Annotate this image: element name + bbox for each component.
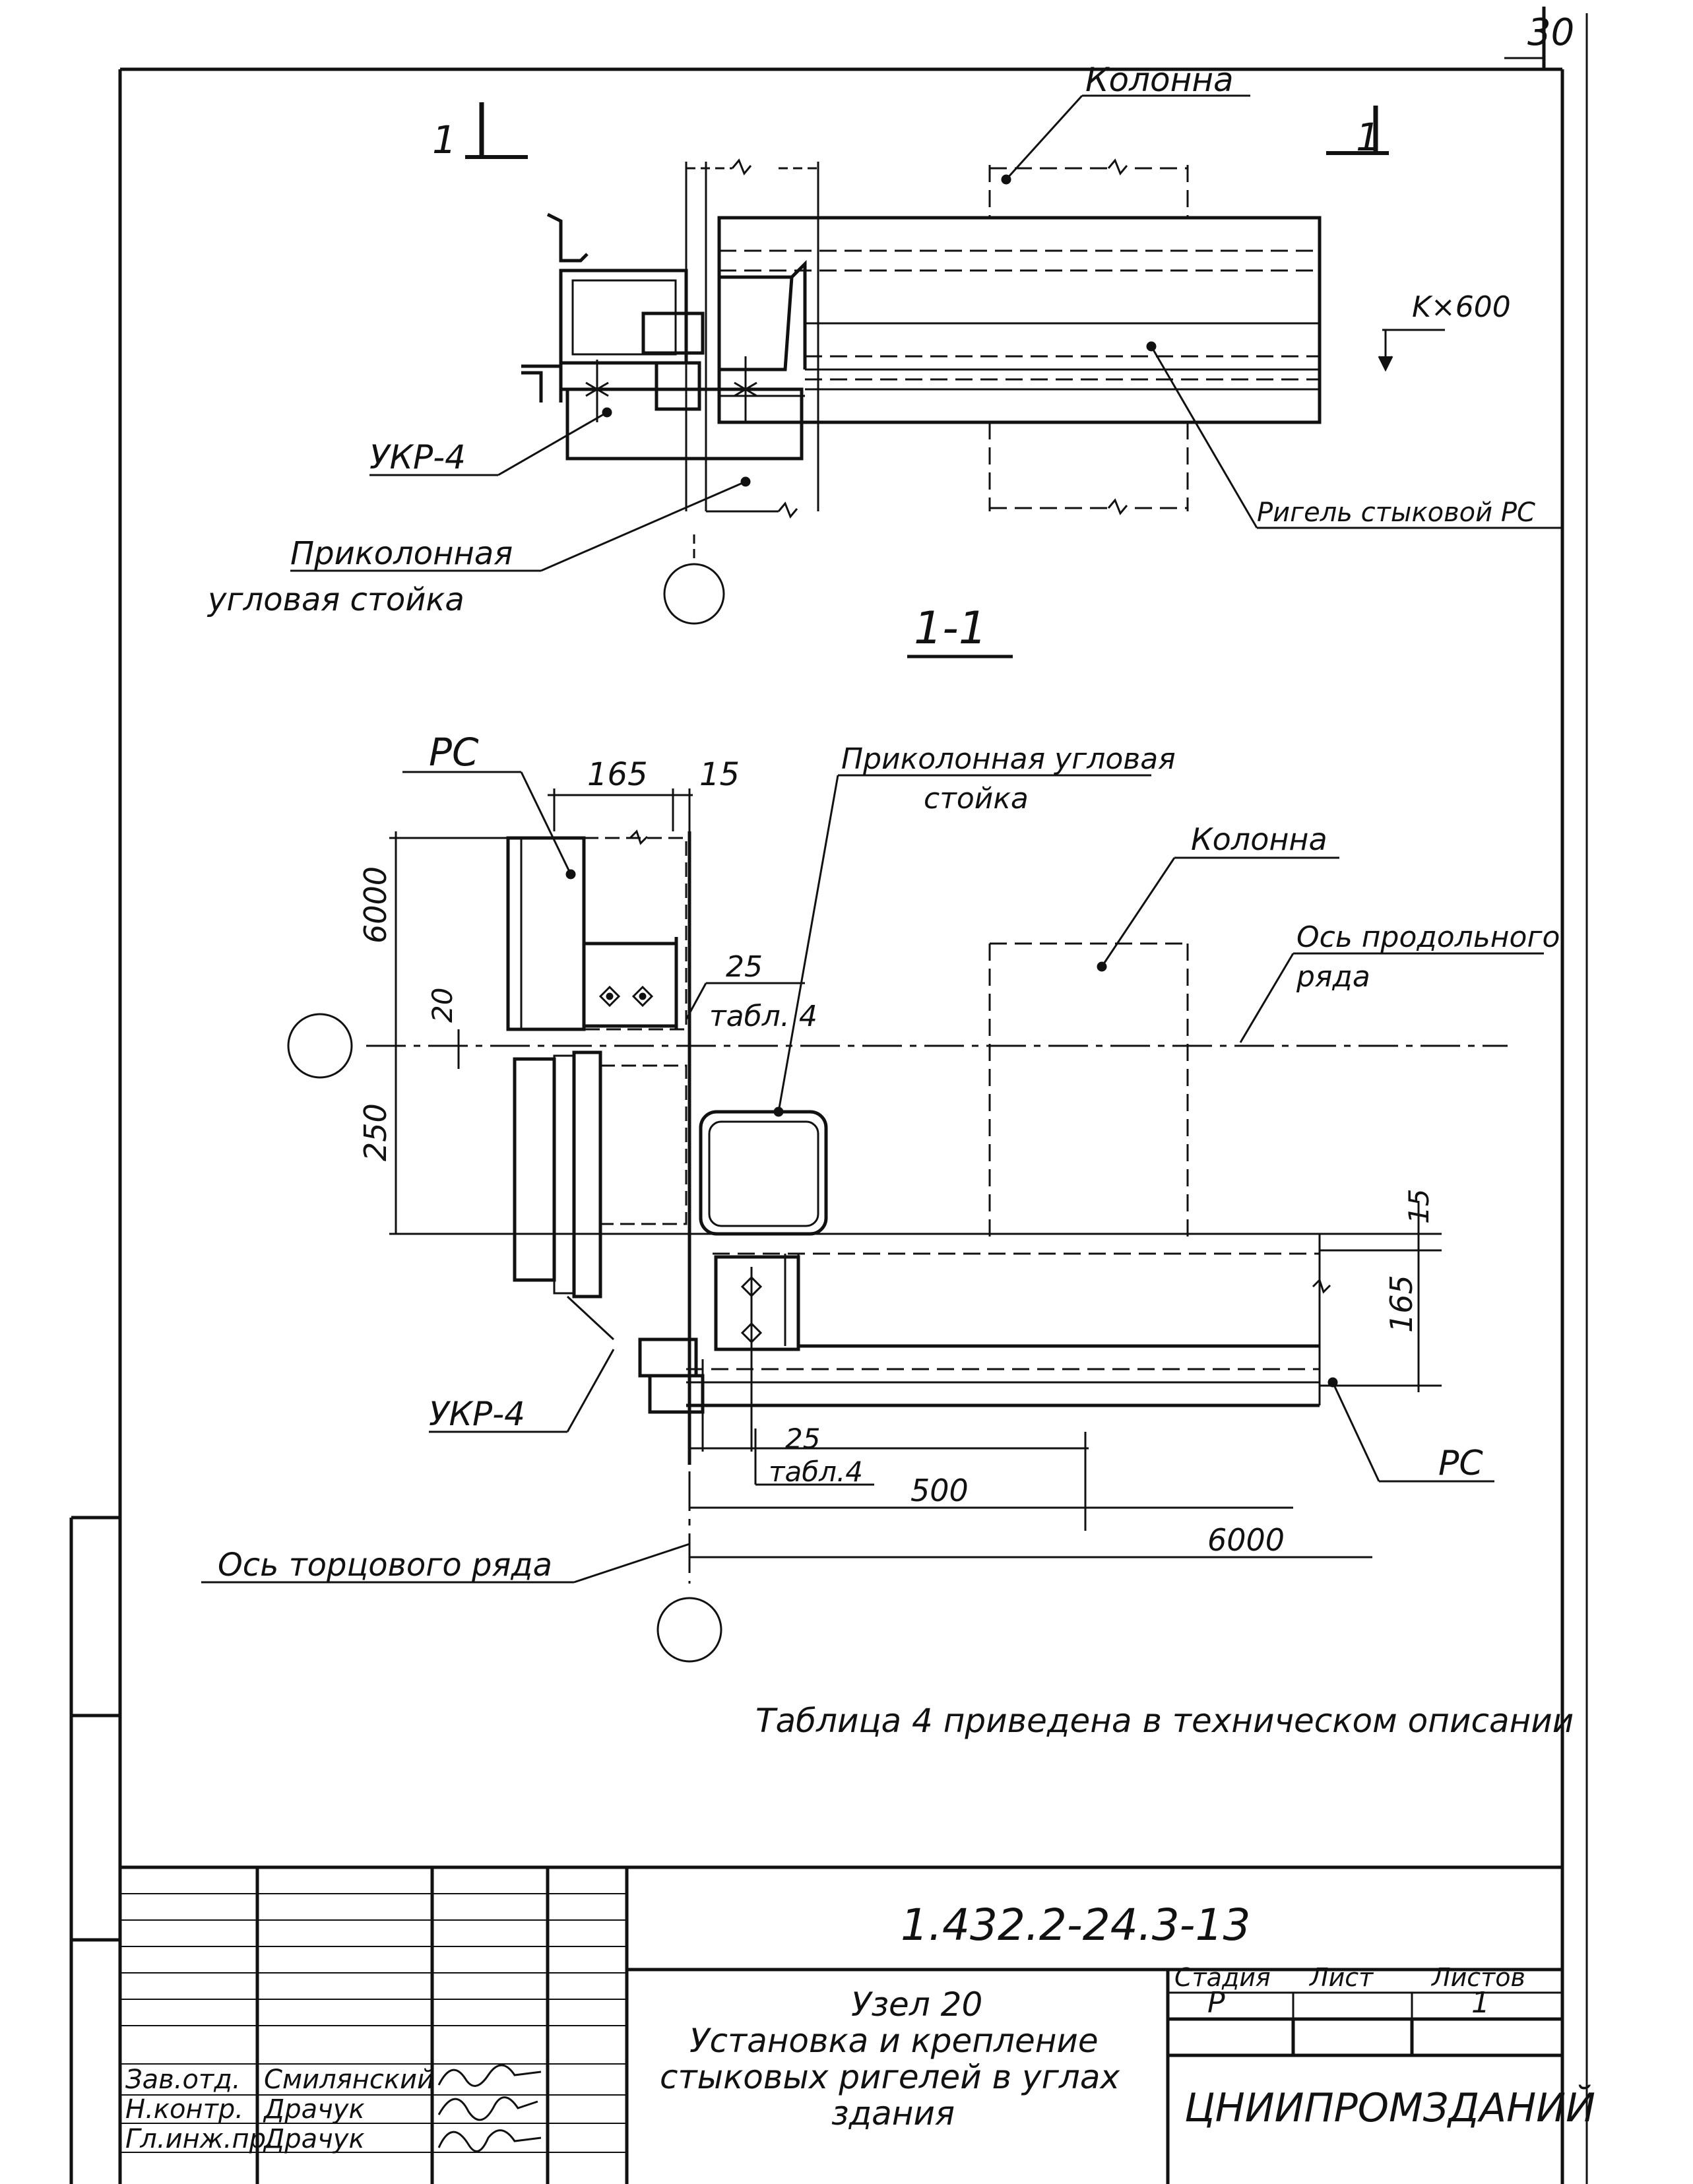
dim-165-top: 165 [587,756,648,793]
label-long-axis-1: Ось продольного [1296,920,1560,954]
label-column-section: Колонна [1191,821,1327,857]
note-table-4: Таблица 4 приведена в техническом описан… [755,1702,1574,1740]
role-2: Н.контр. [125,2094,243,2125]
dim-15-right: 15 [1403,1189,1435,1224]
title-line-4: здания [831,2094,955,2133]
dim-165-right: 165 [1384,1275,1419,1333]
section-mark-left: 1 [432,117,457,162]
section-view [201,771,1544,1663]
label-rs-bottom: РС [1438,1444,1483,1483]
doc-code: 1.432.2-24.3-13 [901,1900,1250,1950]
organization: ЦНИИПРОМЗДАНИЙ [1184,2084,1595,2131]
sheet-header: Лист [1308,1963,1374,1992]
dim-15-top: 15 [699,756,740,793]
weld-top-size: 25 [726,950,763,984]
label-beam-rs: Ригель стыковой РС [1257,498,1535,528]
label-ukr-section: УКР-4 [429,1395,525,1433]
role-1: Зав.отд. [125,2065,241,2095]
label-corner-post-2: стойка [924,782,1029,816]
page-number: 30 [1527,11,1574,54]
sheet-frame [69,7,1588,2184]
title-line-1: Узел 20 [851,1985,982,2024]
sheets-value: 1 [1471,1986,1490,2020]
name-3: Драчук [263,2124,365,2154]
label-rs-top: РС [429,730,479,775]
label-long-axis-2: ряда [1296,960,1370,994]
name-2: Драчук [263,2094,365,2125]
title-line-3: стыковых ригелей в углах [660,2058,1120,2096]
label-column-top: Колонна [1085,61,1234,99]
name-1: Смилянский [264,2065,434,2095]
title-line-2: Установка и крепление [689,2022,1099,2060]
weld-bottom-size: 25 [785,1423,820,1455]
label-corner-post-1: Приколонная угловая [841,742,1176,776]
label-end-axis: Ось торцового ряда [218,1547,552,1584]
dim-20: 20 [426,988,459,1023]
dim-500: 500 [910,1473,969,1508]
top-view [290,94,1564,625]
sheets-header: Листов [1430,1963,1525,1992]
stage-value: Р [1207,1986,1225,2020]
section-mark-right: 1 [1356,115,1380,160]
label-kx600: K×600 [1412,290,1511,324]
label-ukr-top: УКР-4 [369,438,466,476]
role-3: Гл.инж.пр. [125,2124,274,2154]
weld-bottom-table: табл.4 [769,1456,863,1488]
title-block [120,1865,1562,2184]
stage-header: Стадия [1174,1963,1271,1992]
weld-top-table: табл. 4 [709,1000,817,1033]
dim-250: 250 [358,1103,393,1161]
signatures [437,2064,542,2152]
section-title: 1-1 [914,602,987,655]
label-corner-post-top-1: Приколонная [290,535,513,572]
label-corner-post-top-2: угловая стойка [207,581,464,618]
dim-6000-bottom: 6000 [1207,1522,1285,1558]
dim-6000-left: 6000 [358,866,393,944]
